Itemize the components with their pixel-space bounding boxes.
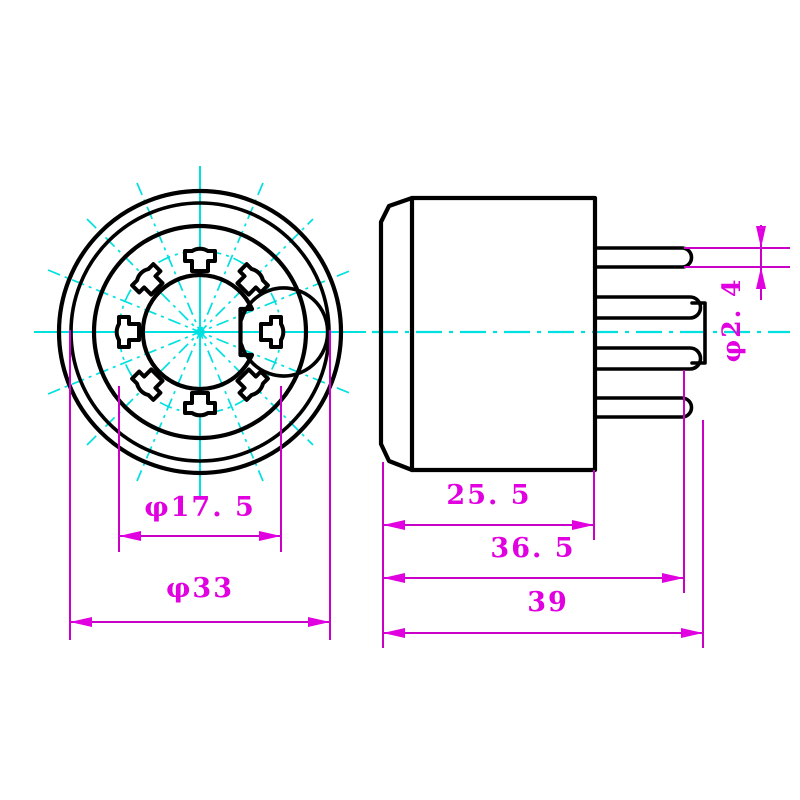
side-view-pin-tip-bracket [690, 301, 707, 365]
side-view-flange [378, 195, 415, 473]
pin-socket-5 [114, 315, 141, 349]
dim-phi-33: φ33 [69, 330, 331, 640]
inner-body-circle [91, 223, 309, 441]
side-view-body [409, 195, 598, 473]
dimension-group: φ17. 5 φ33 25. 5 36. 5 [69, 225, 790, 648]
pin-socket-3 [183, 391, 217, 418]
dim-36-5-label: 36. 5 [490, 533, 575, 564]
pin-socket-8 [235, 262, 270, 297]
front-view-group [34, 166, 366, 498]
pin-socket-1 [259, 315, 286, 349]
dim-phi-17-5-label: φ17. 5 [144, 492, 256, 523]
dim-25-5-label: 25. 5 [446, 480, 531, 511]
dim-39-label: 39 [527, 587, 569, 618]
dim-36-5: 36. 5 [383, 370, 685, 593]
pin-socket-group [114, 246, 286, 418]
side-view-pin-4 [593, 396, 694, 419]
pin-socket-6 [130, 262, 165, 297]
side-view-pin-1 [593, 246, 694, 269]
outer-rim-circle [56, 188, 344, 476]
side-view-pin-3 [593, 346, 703, 371]
center-hub-keyed-ring [140, 272, 330, 392]
pin-socket-2 [235, 367, 270, 402]
pin-socket-4 [130, 367, 165, 402]
dim-25-5: 25. 5 [382, 462, 595, 648]
side-view-pin-2 [593, 295, 703, 320]
dim-phi-33-label: φ33 [166, 573, 234, 604]
dim-phi-2-4-label: φ2. 4 [717, 278, 746, 363]
dim-phi-17-5: φ17. 5 [118, 386, 282, 552]
pin-socket-7 [183, 246, 217, 273]
dim-39: 39 [383, 420, 704, 648]
dim-phi-2-4: φ2. 4 [684, 225, 790, 363]
